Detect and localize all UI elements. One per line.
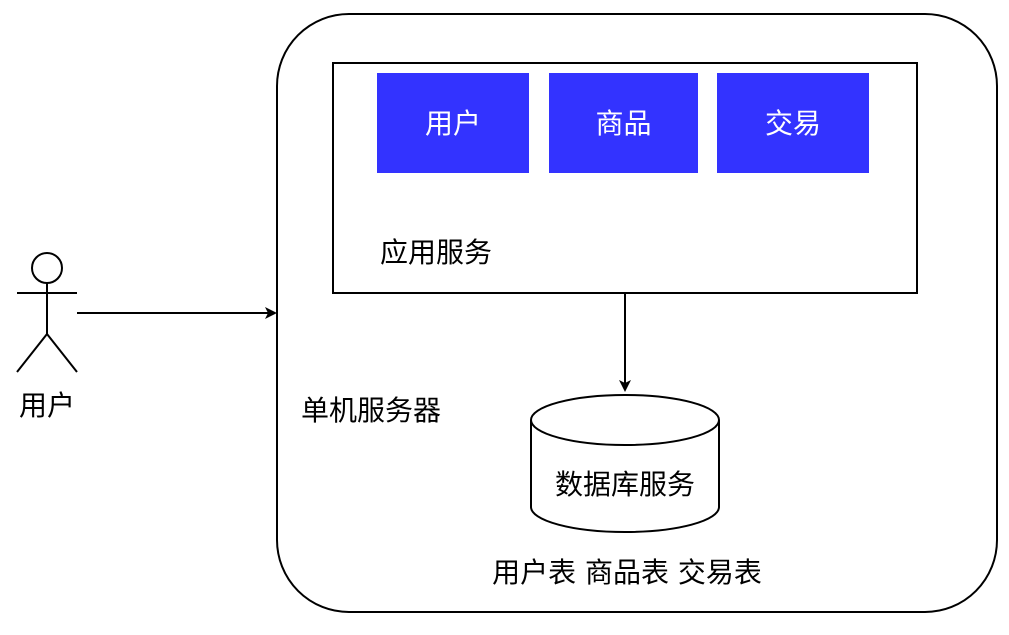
module-user-label: 用户 [425, 107, 481, 140]
user-actor-label: 用户 [19, 389, 75, 422]
module-trade-box [717, 73, 869, 173]
server-label: 单机服务器 [301, 394, 441, 427]
module-trade-label: 交易 [765, 107, 821, 140]
module-goods-label: 商品 [595, 107, 651, 140]
database-tables-label: 用户表 商品表 交易表 [492, 556, 762, 589]
app-service-label: 应用服务 [380, 236, 492, 269]
module-goods-box [549, 73, 698, 173]
database-label: 数据库服务 [555, 468, 695, 501]
module-user-box [377, 73, 529, 173]
user-actor-icon [16, 252, 78, 373]
database-cylinder [530, 394, 720, 533]
